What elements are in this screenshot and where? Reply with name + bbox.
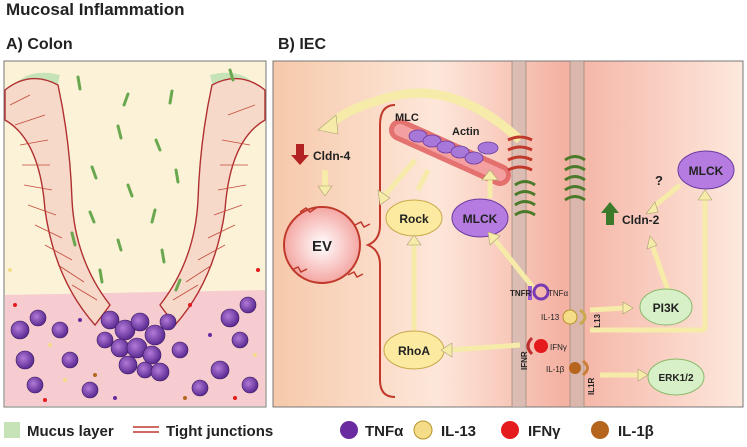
erk-node — [647, 358, 705, 396]
panel-a-title: A) Colon — [6, 36, 73, 53]
actin-label: Actin — [452, 126, 480, 138]
panel-b-title: B) IEC — [278, 36, 326, 53]
il13-ligand-label: IL-13 — [541, 313, 560, 322]
cldn4-label: Cldn-4 — [313, 149, 351, 163]
ev-label: EV — [312, 238, 332, 255]
legend-il1b-label: IL-1β — [618, 423, 654, 440]
cldn2-up-arrow — [601, 202, 619, 225]
ifnr-receptor — [526, 336, 548, 356]
legend-mucus-swatch — [4, 422, 20, 438]
tight-junction-proteins — [507, 135, 533, 172]
cldn2-label: Cldn-2 — [622, 213, 660, 227]
legend-tnfa-label: TNFα — [365, 423, 404, 440]
legend-mucus-label: Mucus layer — [27, 423, 114, 440]
crypt-wall-left — [4, 77, 111, 327]
legend-il1b-swatch — [591, 421, 609, 439]
il1r-receptor — [569, 359, 589, 377]
ifnr-label: IFNR — [520, 351, 529, 370]
figure-title: Mucosal Inflammation — [6, 0, 185, 19]
tnfr-label: TNFR — [510, 289, 532, 298]
colon-panel — [3, 60, 267, 408]
mlck-left-label: MLCK — [463, 212, 498, 226]
mlck-right-label: MLCK — [689, 164, 724, 178]
mlc-chain — [408, 129, 499, 165]
question-mark: ? — [655, 173, 663, 188]
legend-ifng-label: IFNγ — [528, 423, 561, 440]
mlck-right-node — [677, 150, 735, 190]
il13-receptor — [562, 308, 587, 326]
legend-ifng-swatch — [501, 421, 519, 439]
membrane-right — [570, 61, 584, 407]
legend-il13-swatch — [413, 420, 433, 440]
claudin-2-proteins — [514, 155, 586, 217]
erk-label: ERK1/2 — [658, 373, 693, 384]
bacteria — [70, 68, 235, 292]
rhoa-label: RhoA — [398, 344, 430, 358]
pi3k-label: PI3K — [653, 301, 680, 315]
crypt-wall-right — [159, 77, 266, 327]
cldn4-down-arrow — [291, 144, 309, 165]
bracket — [365, 104, 396, 398]
legend-tj-label: Tight junctions — [166, 423, 273, 440]
legend-il13-label: IL-13 — [441, 423, 476, 440]
ifng-ligand-label: IFNγ — [550, 343, 567, 352]
tnfr-receptor — [528, 283, 550, 301]
iec-panel: EV Cldn-4 MLC Actin Rock MLCK RhoA — [272, 60, 744, 408]
tnfa-ligand-label: TNFα — [548, 289, 569, 298]
legend-tnfa-swatch — [340, 421, 358, 439]
immune-cells — [10, 296, 259, 399]
mlck-left-node — [451, 198, 509, 238]
il13-receptor-label: IL13 — [593, 313, 602, 330]
extracellular-vesicle — [283, 206, 371, 284]
mlc-label: MLC — [395, 112, 419, 124]
il1r-label: IL1R — [587, 377, 596, 395]
pi3k-node — [639, 288, 693, 326]
cytokine-dots — [8, 268, 260, 402]
legend: Mucus layer Tight junctions TNFα IL-13 I… — [4, 420, 654, 440]
il1b-ligand-label: IL-1β — [546, 365, 565, 374]
rock-label: Rock — [399, 212, 429, 226]
